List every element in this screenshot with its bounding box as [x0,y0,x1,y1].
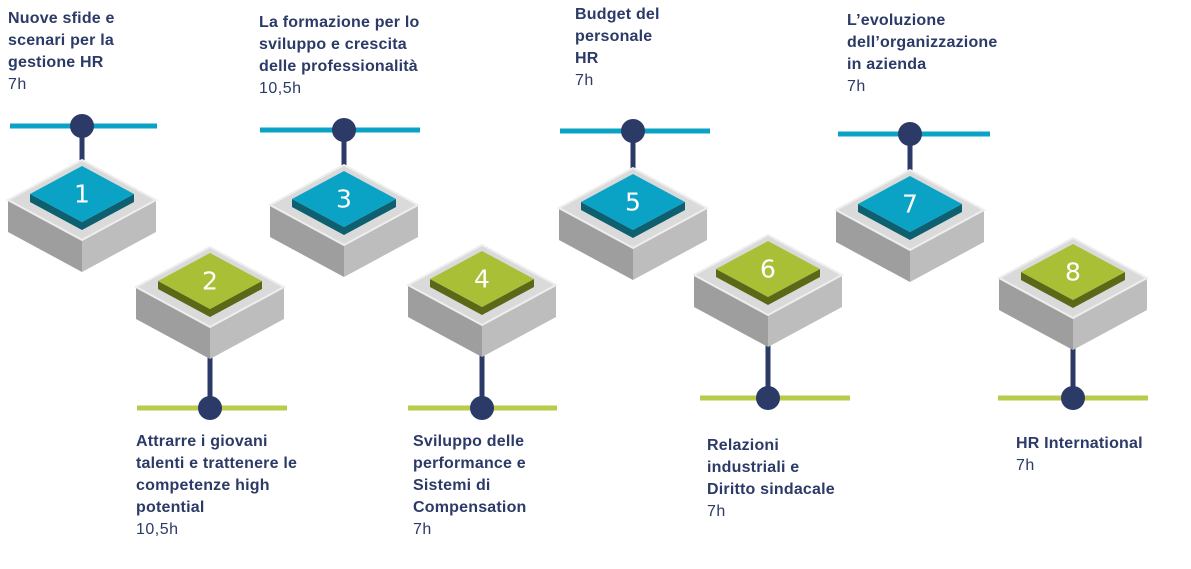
step-3-hours: 10,5h [259,80,302,97]
step-5-key-left [581,202,633,238]
step-1-block-left [8,200,82,272]
step-8-node [1061,386,1085,410]
step-2-node [198,396,222,420]
step-4-label: Sviluppo delle performance e Sistemi di … [413,431,593,541]
step-2-key-face [158,253,262,309]
step-7-number: 7 [902,190,918,219]
step-5-key-face [581,174,685,230]
step-7-block-left [836,210,910,282]
step-7-hours: 7h [847,78,866,95]
step-6-block-left [694,275,768,347]
step-6-key-right [768,269,820,305]
step-7-key-face [858,176,962,232]
step-7-block-right [910,210,984,282]
step-6-hours: 7h [707,503,726,520]
step-3-block-left [270,205,344,277]
step-2-label: Attrarre i giovani talenti e trattenere … [136,431,356,541]
step-8-hours: 7h [1016,457,1035,474]
step-7-key-left [858,204,910,240]
step-3-key-right [344,199,396,235]
step-1-hours: 7h [8,76,27,93]
step-7-title: L’evoluzione dell’organizzazione in azie… [847,12,998,73]
step-1-key-right [82,194,134,230]
step-6-block-right [768,275,842,347]
step-4-node [470,396,494,420]
step-6-title: Relazioni industriali e Diritto sindacal… [707,437,835,498]
step-1-title: Nuove sfide e scenari per la gestione HR [8,10,115,71]
step-3-number: 3 [336,185,352,214]
step-6-node [756,386,780,410]
step-2-key-left [158,281,210,317]
step-8-key-left [1021,272,1073,308]
step-6-number: 6 [760,255,776,284]
step-1-number: 1 [74,180,90,209]
step-3-key-face [292,171,396,227]
step-4-hours: 7h [413,521,432,538]
step-4-key-left [430,279,482,315]
step-3-key-left [292,199,344,235]
step-7-node [898,122,922,146]
step-3-label: La formazione per lo sviluppo e crescita… [259,12,489,100]
step-4-key-right [482,279,534,315]
step-6-label: Relazioni industriali e Diritto sindacal… [707,435,907,523]
step-5-hours: 7h [575,72,594,89]
step-1-key-face [30,166,134,222]
step-2-block-left [136,287,210,359]
step-5-block-right [633,208,707,280]
step-4-number: 4 [474,265,490,294]
step-6-key-left [716,269,768,305]
step-8-block-right [1073,278,1147,350]
step-7-key-right [910,204,962,240]
step-3-block-right [344,205,418,277]
step-1-block-right [82,200,156,272]
step-5-title: Budget del personale HR [575,6,660,67]
step-8-key-face [1021,244,1125,300]
step-4-key-face [430,251,534,307]
step-1-label: Nuove sfide e scenari per la gestione HR… [8,8,168,96]
step-8-block-left [999,278,1073,350]
step-1-key-left [30,194,82,230]
step-4-title: Sviluppo delle performance e Sistemi di … [413,433,527,516]
step-2-key-right [210,281,262,317]
step-2-number: 2 [202,267,218,296]
step-5-block-left [559,208,633,280]
step-3-title: La formazione per lo sviluppo e crescita… [259,14,420,75]
step-8-label: HR International 7h [1016,433,1186,477]
step-7-label: L’evoluzione dell’organizzazione in azie… [847,10,1047,98]
step-5-node [621,119,645,143]
step-1-node [70,114,94,138]
step-5-key-right [633,202,685,238]
step-4-block-left [408,285,482,357]
step-5-label: Budget del personale HR 7h [575,4,715,92]
step-5-number: 5 [625,188,641,217]
step-2-title: Attrarre i giovani talenti e trattenere … [136,433,298,516]
step-2-block-right [210,287,284,359]
step-8-number: 8 [1065,258,1081,287]
step-8-title: HR International [1016,435,1143,452]
step-6-key-face [716,241,820,297]
step-2-hours: 10,5h [136,521,179,538]
step-4-block-right [482,285,556,357]
step-8-key-right [1073,272,1125,308]
step-3-node [332,118,356,142]
